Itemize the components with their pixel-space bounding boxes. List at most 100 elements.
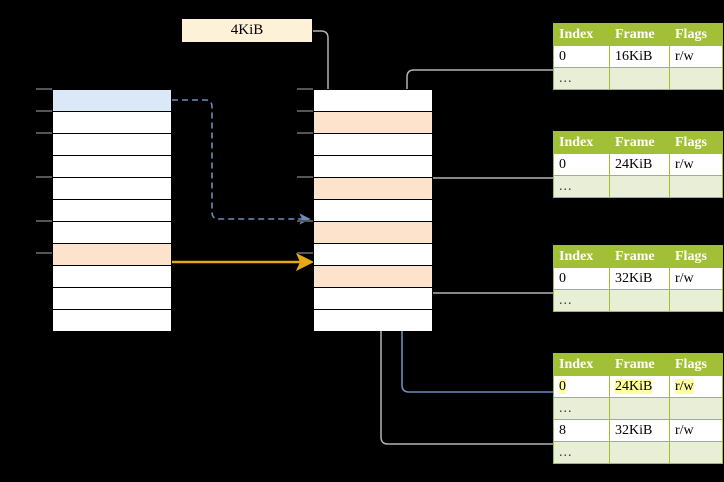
highlight-flags: r/w [675,379,694,394]
virtual-cell [53,156,171,178]
table-header-row: Index Frame Flags [553,23,723,46]
virtual-cell [53,266,171,288]
column-header-flags: Flags [669,353,723,376]
virtual-cell [53,112,171,134]
cell-flags: r/w [669,267,723,290]
table-row[interactable]: 8 32KiB r/w [553,419,723,442]
physical-cell [314,288,432,310]
cell-index: ... [553,67,610,90]
pt-table: Index Frame Flags 0 24KiB r/w ... 8 32Ki… [553,353,723,464]
wire-table3-to-phys [415,262,553,294]
table-row-ellipsis: ... [553,67,723,90]
highlight-frame: 24KiB [615,379,653,394]
cell-index: 0 [553,267,610,290]
table-row-ellipsis: ... [553,175,723,198]
table-header-row: Index Frame Flags [553,245,723,268]
cell-index: ... [553,397,610,420]
column-header-flags: Flags [669,131,723,154]
virtual-cell [53,134,171,156]
virtual-tick [36,176,52,178]
virtual-tick [36,132,52,134]
table-row-highlighted[interactable]: 0 24KiB r/w [553,375,723,398]
physical-cell [314,310,432,331]
virtual-tick [36,252,52,254]
physical-tick [297,88,313,90]
physical-cell [314,112,432,134]
pml4-table: Index Frame Flags 0 16KiB r/w ... [553,23,723,90]
column-header-index: Index [553,131,610,154]
column-header-frame: Frame [609,131,670,154]
cell-index: 0 [553,45,610,68]
cell-frame: 24KiB [609,375,670,398]
table-row[interactable]: 0 32KiB r/w [553,267,723,290]
physical-cell [314,266,432,288]
cell-frame [609,289,670,312]
cell-frame: 24KiB [609,153,670,176]
physical-tick [297,132,313,134]
physical-cell [314,244,432,266]
physical-cell [314,90,432,112]
virtual-cell [53,288,171,310]
physical-cell [314,156,432,178]
physical-tick [297,252,313,254]
cell-frame: 32KiB [609,419,670,442]
cell-flags [669,175,723,198]
virtual-cell [53,244,171,266]
wire-virt-to-phys-dashed [172,99,311,225]
cell-index: 0 [553,153,610,176]
physical-memory-column [313,89,433,331]
column-header-frame: Frame [609,353,670,376]
cell-frame [609,67,670,90]
physical-cell [314,134,432,156]
cell-frame: 16KiB [609,45,670,68]
cell-index: 8 [553,419,610,442]
physical-tick [297,176,313,178]
cell-frame [609,441,670,464]
cell-frame [609,175,670,198]
column-header-frame: Frame [609,23,670,46]
column-header-index: Index [553,245,610,268]
column-header-index: Index [553,353,610,376]
column-header-flags: Flags [669,245,723,268]
virtual-cell [53,310,171,331]
virtual-tick [36,88,52,90]
wire-table2-to-phys [415,177,553,220]
highlight-index: 0 [559,379,566,394]
pd-table: Index Frame Flags 0 32KiB r/w ... [553,245,723,312]
physical-tick [297,220,313,222]
table-row[interactable]: 0 24KiB r/w [553,153,723,176]
virtual-cell [53,222,171,244]
column-header-flags: Flags [669,23,723,46]
cell-flags [669,397,723,420]
cell-index: 0 [553,375,610,398]
column-header-frame: Frame [609,245,670,268]
page-size-label: 4KiB [182,19,312,42]
cell-flags [669,289,723,312]
cell-index: ... [553,441,610,464]
cell-flags: r/w [669,45,723,68]
table-row-ellipsis: ... [553,441,723,464]
virtual-memory-column [52,89,172,331]
pdpt-table: Index Frame Flags 0 24KiB r/w ... [553,131,723,198]
cell-flags [669,441,723,464]
cell-index: ... [553,175,610,198]
physical-cell [314,178,432,200]
cell-frame: 32KiB [609,267,670,290]
virtual-cell [53,200,171,222]
table-row[interactable]: 0 16KiB r/w [553,45,723,68]
physical-cell [314,200,432,222]
virtual-cell [53,90,171,112]
table-row-ellipsis: ... [553,397,723,420]
table-header-row: Index Frame Flags [553,131,723,154]
column-header-index: Index [553,23,610,46]
physical-cell [314,222,432,244]
virtual-tick [36,110,52,112]
cell-flags: r/w [669,153,723,176]
cell-flags: r/w [669,375,723,398]
cell-flags [669,67,723,90]
physical-tick [297,110,313,112]
table-header-row: Index Frame Flags [553,353,723,376]
table-row-ellipsis: ... [553,289,723,312]
virtual-tick [36,220,52,222]
